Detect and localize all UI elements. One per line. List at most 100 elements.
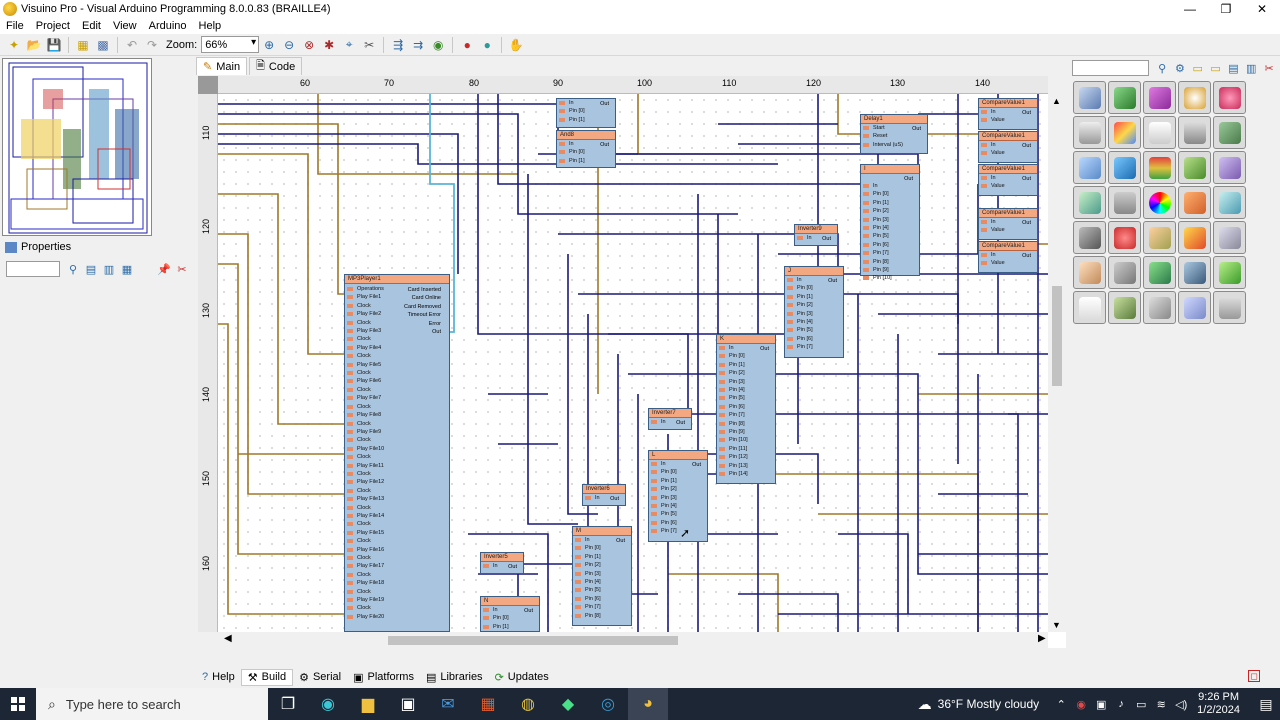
volume-icon[interactable]: ◁) [1175, 698, 1188, 711]
palette-view-icon[interactable]: ⚙ [1174, 62, 1185, 75]
new-project-icon[interactable]: ✦ [8, 37, 20, 52]
tab-build[interactable]: ⚒Build [240, 668, 294, 686]
scroll-right-icon[interactable]: ▶ [1038, 633, 1046, 644]
n-component[interactable]: N Out In Pin [0] Pin [1] [480, 596, 540, 632]
grid-icon[interactable]: ▩ [97, 37, 109, 52]
zoom-fit-icon[interactable]: ⊗ [304, 37, 315, 52]
palette-curve-icon[interactable] [1178, 291, 1211, 324]
inverter7-component[interactable]: Inverter7 In Out [648, 408, 692, 430]
compare-value-component[interactable]: CompareValue1 In Value Out [978, 241, 1038, 273]
tab-updates[interactable]: ⟳Updates [489, 669, 555, 686]
pin-panel-icon[interactable]: 📌 [157, 263, 171, 276]
k-component[interactable]: K Out In Pin [0] Pin [1] Pin [2] Pin [3]… [716, 334, 776, 484]
tab-platforms[interactable]: ▣Platforms [347, 669, 420, 686]
collapse-icon[interactable]: ▥ [103, 263, 115, 276]
zoom-in-icon[interactable]: ⊕ [264, 37, 275, 52]
undo-icon[interactable]: ↶ [126, 37, 138, 52]
palette-counter-icon[interactable] [1108, 291, 1141, 324]
tools-panel-icon[interactable]: ✂ [177, 263, 187, 276]
task-view-icon[interactable]: ❐ [280, 696, 296, 713]
tab-help[interactable]: ?Help [196, 669, 241, 686]
palette-filter-icon[interactable]: ⚲ [1158, 62, 1167, 75]
palette-image-icon[interactable] [1073, 186, 1106, 219]
palette-ruler-icon[interactable] [1108, 256, 1141, 289]
diagram-canvas[interactable]: MP3Player1 Operations Play File1 Clock P… [218, 94, 1048, 632]
palette-power-icon[interactable] [1108, 221, 1141, 254]
minimize-button[interactable]: — [1184, 2, 1196, 16]
menu-arduino[interactable]: Arduino [148, 20, 187, 32]
palette-filter-block-icon[interactable] [1213, 151, 1246, 184]
palette-display-icon[interactable] [1143, 81, 1176, 114]
horizontal-scrollbar[interactable]: ◀ ▶ [198, 632, 1048, 648]
scroll-down-icon[interactable]: ▼ [1052, 620, 1061, 630]
properties-search-input[interactable] [6, 261, 60, 277]
compare-value-component[interactable]: CompareValue1 In Value Out [978, 208, 1038, 240]
palette-text-icon[interactable] [1073, 256, 1106, 289]
palette-folder-icon[interactable]: ▭ [1192, 62, 1203, 75]
inverter6-component[interactable]: Inverter6 In Out [582, 484, 626, 506]
close-panel-icon[interactable]: ◻ [1248, 670, 1260, 682]
palette-keypad-icon[interactable] [1073, 116, 1106, 149]
save-icon[interactable]: 💾 [46, 37, 62, 52]
scroll-up-icon[interactable]: ▲ [1052, 96, 1061, 106]
inverter5-component[interactable]: Inverter5 In Out [480, 552, 524, 574]
compare-value-component[interactable]: CompareValue1 In Value Out [978, 131, 1038, 163]
palette-remote-icon[interactable] [1213, 186, 1246, 219]
palette-finger-icon[interactable] [1178, 186, 1211, 219]
palette-collapse-icon[interactable]: ▥ [1246, 62, 1257, 75]
redo-icon[interactable]: ↷ [146, 37, 158, 52]
connect-icon[interactable]: ● [483, 37, 491, 52]
hand-icon[interactable]: ✋ [508, 37, 524, 52]
zoom-out-icon[interactable]: ⊖ [284, 37, 295, 52]
tab-serial[interactable]: ⚙Serial [293, 669, 347, 686]
vertical-scrollbar[interactable]: ▲ ▼ [1048, 76, 1066, 632]
palette-binary-icon[interactable] [1143, 116, 1176, 149]
inverter9-component[interactable]: Inverter9 In Out [794, 224, 838, 246]
office-icon[interactable]: ▦ [480, 696, 496, 713]
j-component[interactable]: J Out In Pin [0] Pin [1] Pin [2] Pin [3]… [784, 266, 844, 358]
and-component-top[interactable]: In Pin [0] Pin [1] Out [556, 98, 616, 128]
palette-math-icon[interactable] [1073, 81, 1106, 114]
palette-color-wheel-icon[interactable] [1143, 186, 1176, 219]
palette-speaker-icon[interactable] [1073, 221, 1106, 254]
arduino-icon[interactable]: ◎ [601, 696, 615, 713]
palette-tools-icon[interactable]: ✂ [1264, 62, 1274, 75]
palette-search-input[interactable] [1072, 60, 1150, 76]
palette-tools-block-icon[interactable] [1143, 291, 1176, 324]
notifications-icon[interactable]: ▤ [1259, 695, 1273, 712]
microphone-icon[interactable]: ♪ [1118, 698, 1124, 710]
palette-wire-icon[interactable] [1073, 151, 1106, 184]
palette-board-icon[interactable] [1213, 221, 1246, 254]
menu-project[interactable]: Project [35, 20, 70, 32]
diagram-minimap[interactable] [2, 58, 152, 236]
visuino-taskbar-icon[interactable]: ◕ [628, 688, 668, 720]
battery-icon[interactable]: ▭ [1135, 698, 1147, 711]
tab-main[interactable]: ✎ Main [196, 57, 248, 75]
visual-studio-icon[interactable]: ◆ [561, 696, 575, 713]
tab-code[interactable]: 🗎 Code [249, 57, 303, 75]
record-icon[interactable]: ● [463, 37, 471, 52]
expand-icon[interactable]: ▤ [85, 263, 97, 276]
compare-value-component[interactable]: CompareValue1 In Value Out [978, 98, 1038, 130]
horizontal-scroll-thumb[interactable] [388, 636, 678, 645]
file-explorer-icon[interactable]: ▆ [361, 696, 375, 713]
menu-file[interactable]: File [6, 20, 24, 32]
record-tray-icon[interactable]: ◉ [1076, 698, 1086, 711]
palette-color-icon[interactable] [1108, 116, 1141, 149]
categories-icon[interactable]: ▦ [121, 263, 133, 276]
scroll-left-icon[interactable]: ◀ [224, 633, 232, 644]
close-button[interactable]: ✕ [1256, 2, 1268, 16]
clock[interactable]: 9:26 PM 1/2/2024 [1197, 691, 1240, 717]
upload-icon[interactable]: ⇉ [413, 37, 424, 52]
tools-icon[interactable]: ✂ [364, 37, 375, 52]
m-component[interactable]: M Out In Pin [0] Pin [1] Pin [2] Pin [3]… [572, 526, 632, 626]
i-component[interactable]: I Out In Pin [0] Pin [1] Pin [2] Pin [3]… [860, 164, 920, 281]
palette-fire-icon[interactable] [1178, 221, 1211, 254]
palette-motor-icon[interactable] [1108, 151, 1141, 184]
palette-logic-icon[interactable] [1108, 81, 1141, 114]
palette-box-icon[interactable] [1213, 291, 1246, 324]
weather-widget[interactable]: ☁ 36°F Mostly cloudy [918, 696, 1040, 713]
l-component[interactable]: L Out In Pin [0] Pin [1] Pin [2] Pin [3]… [648, 450, 708, 542]
tab-libraries[interactable]: ▤Libraries [420, 669, 489, 686]
palette-expand-icon[interactable]: ▤ [1228, 62, 1239, 75]
